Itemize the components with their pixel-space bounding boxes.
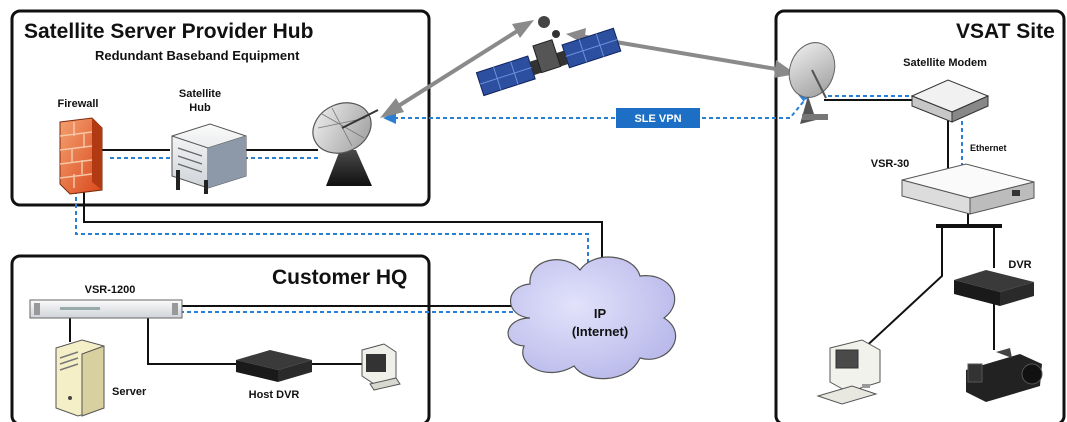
ethernet-label: Ethernet <box>970 143 1007 153</box>
host-dvr-icon <box>236 350 312 382</box>
satellite-modem-label: Satellite Modem <box>903 57 987 69</box>
firewall-icon <box>59 117 103 195</box>
ip-label-1: IP <box>594 306 607 321</box>
server-icon <box>55 339 105 417</box>
vsr-30-label: VSR-30 <box>871 158 910 170</box>
satellite-modem-icon <box>910 79 990 123</box>
vsr-30-device-icon <box>901 163 1035 215</box>
customer-hq-panel <box>10 254 431 422</box>
sle-vpn-label: SLE VPN <box>634 113 681 125</box>
ip-label-2: (Internet) <box>572 324 628 339</box>
sle-vpn-badge <box>616 108 700 128</box>
provider-hub-subtitle: Redundant Baseband Equipment <box>95 48 300 63</box>
sat-arrow-from-hub-dish <box>512 20 534 38</box>
vpn-arrow-left <box>383 112 396 124</box>
sat-arrow-to-hub-dish <box>380 98 404 118</box>
hub-dish-antenna-icon <box>312 102 379 186</box>
computer-icon <box>816 339 881 405</box>
vsat-site-title: VSAT Site <box>956 20 1055 43</box>
provider-hub-title: Satellite Server Provider Hub <box>24 20 313 43</box>
satellite-hub-icon <box>171 123 247 194</box>
vsat-dish-antenna-icon <box>788 42 836 124</box>
provider-hub-panel <box>10 9 431 207</box>
monitor-icon <box>361 343 401 391</box>
vsr-1200-device-icon <box>29 299 183 319</box>
dvr-label: DVR <box>1008 259 1031 271</box>
server-label: Server <box>112 386 147 398</box>
satellite-hub-label-1: Satellite <box>179 88 221 100</box>
vsr-1200-label: VSR-1200 <box>85 284 136 296</box>
camcorder-icon <box>966 348 1043 402</box>
customer-hq-title: Customer HQ <box>272 266 407 289</box>
internet-cloud-icon <box>507 256 677 380</box>
satellite-hub-label-2: Hub <box>189 102 211 114</box>
firewall-label: Firewall <box>58 98 99 110</box>
solid-links <box>69 99 1002 365</box>
satellite-icon <box>475 16 622 97</box>
vsat-site-panel <box>774 9 1066 422</box>
host-dvr-label: Host DVR <box>249 389 300 401</box>
dvr-icon <box>954 270 1034 306</box>
